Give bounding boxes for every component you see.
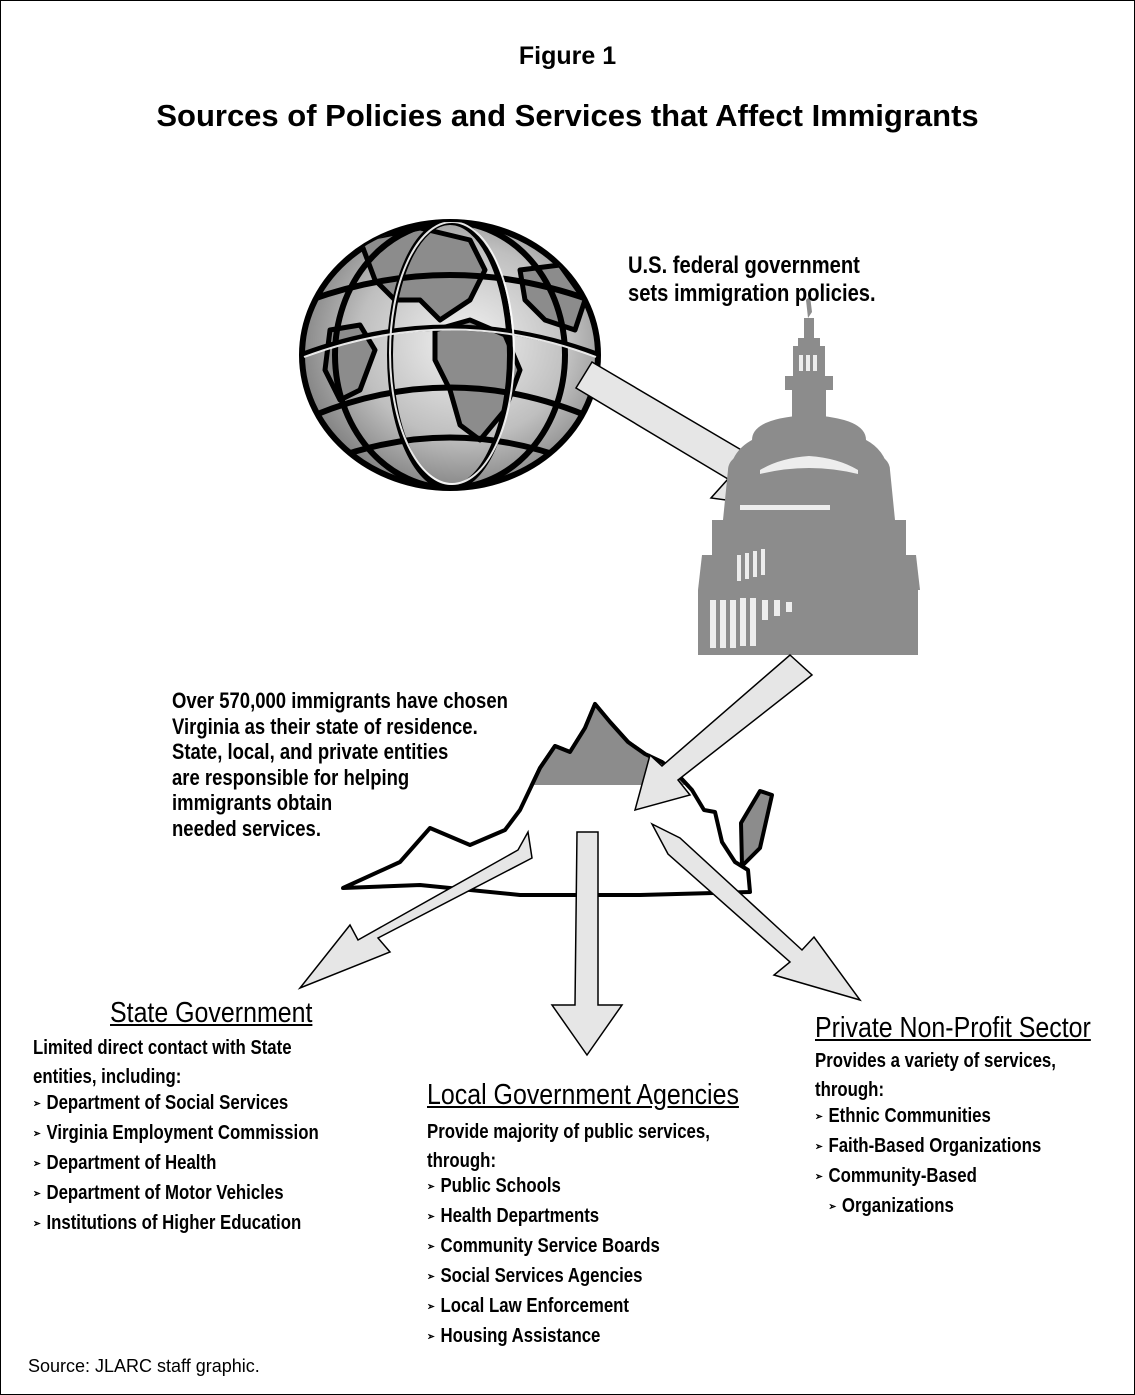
list-item: Faith-Based Organizations [815,1132,1041,1162]
list-item: Housing Assistance [427,1322,660,1352]
local-government-description: Provide majority of public services, thr… [427,1121,710,1172]
state-government-title: State Government [110,997,313,1029]
list-item: Department of Motor Vehicles [33,1179,319,1209]
arrow-to-private-sector [650,822,862,1002]
list-item: Public Schools [427,1172,660,1202]
federal-government-note: U.S. federal government sets immigration… [628,252,876,307]
list-item: Local Law Enforcement [427,1292,660,1322]
local-government-title: Local Government Agencies [427,1079,739,1111]
list-item-continuation: Organizations [815,1192,1041,1222]
list-item: Community-Based [815,1162,1041,1192]
globe-icon [299,219,601,491]
private-sector-description: Provides a variety of services, through: [815,1050,1056,1101]
private-sector-list: Ethnic Communities Faith-Based Organizat… [815,1102,1041,1222]
local-government-list: Public Schools Health Departments Commun… [427,1172,660,1352]
private-sector-title: Private Non-Profit Sector [815,1012,1091,1044]
list-item: Community Service Boards [427,1232,659,1262]
list-item: Virginia Employment Commission [33,1119,319,1149]
source-note: Source: JLARC staff graphic. [28,1356,260,1376]
arrow-to-local-government [550,831,624,1057]
list-item: Social Services Agencies [427,1262,660,1292]
list-item: Department of Social Services [33,1089,319,1119]
list-item: Health Departments [427,1202,660,1232]
virginia-immigrants-note: Over 570,000 immigrants have chosen Virg… [172,688,508,841]
capitol-dome-icon [698,296,920,655]
virginia-map-icon [341,702,774,897]
list-item: Institutions of Higher Education [33,1209,319,1239]
figure-title: Sources of Policies and Services that Af… [156,98,979,133]
arrow-capitol-to-virginia [633,653,814,812]
state-government-list: Department of Social Services Virginia E… [33,1089,319,1239]
list-item: Department of Health [33,1149,319,1179]
figure-label: Figure 1 [518,42,617,70]
state-government-description: Limited direct contact with State entiti… [33,1037,292,1088]
arrow-to-state-government [297,829,533,990]
list-item: Ethnic Communities [815,1102,1041,1132]
